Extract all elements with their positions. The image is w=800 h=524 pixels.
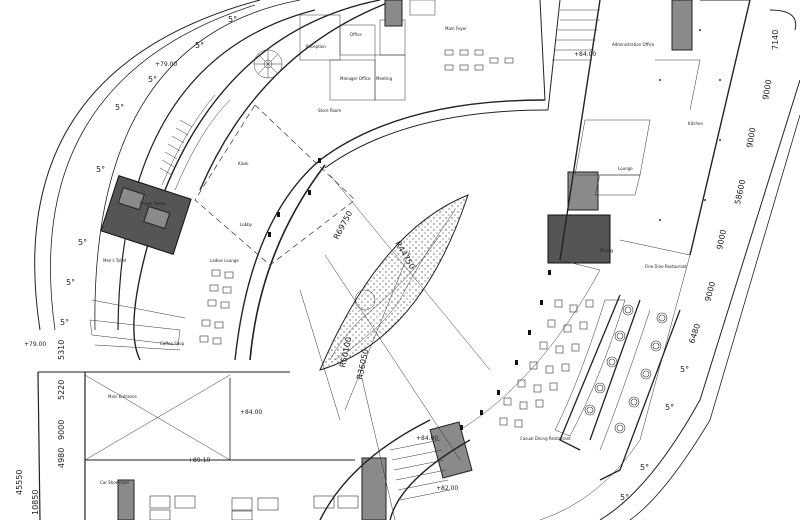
room-label: Lounge [618, 166, 633, 171]
room-label: Ladies Lounge [210, 258, 239, 263]
room-label: Men's Toilet [103, 258, 127, 263]
angle-tick: 5° [195, 41, 204, 50]
dim-9000-b: 9000 [745, 127, 757, 149]
lobby-seating [199, 269, 234, 345]
core-top-right [671, 0, 693, 51]
dim-9000-c: 9000 [715, 229, 728, 251]
angle-tick: 5° [620, 493, 629, 502]
room-label: Store Room [318, 108, 341, 113]
room-label: Dining [600, 248, 613, 253]
room-label: Main Entrance [108, 394, 137, 399]
curved-stair [159, 119, 193, 176]
dim-5220: 5220 [57, 380, 66, 400]
lobby-dashed-outline [194, 104, 356, 266]
core-bottom [429, 421, 473, 479]
lower-left-wing [37, 299, 355, 521]
angle-tick: 5° [665, 403, 674, 412]
dim-9000-a: 9000 [761, 79, 773, 101]
room-label: Fine Dine Restaurant [645, 264, 687, 269]
dim-7140: 7140 [771, 30, 780, 50]
level-marker: +89.10 [188, 457, 210, 464]
stair-top-right [552, 9, 600, 61]
stair-bottom [389, 439, 451, 501]
level-marker: +84.00 [416, 435, 438, 442]
angle-tick: 5° [148, 75, 157, 84]
room-label: Car Showroom [100, 480, 129, 485]
dim-10850: 10850 [31, 490, 40, 515]
parking-row [149, 495, 359, 521]
dim-5310: 5310 [57, 340, 66, 360]
level-marker: +82.00 [436, 485, 458, 492]
dim-6480: 6480 [687, 322, 702, 344]
level-marker: +84.00 [240, 409, 262, 416]
dim-58600: 58600 [733, 179, 747, 206]
room-label: Manager Office [340, 76, 371, 81]
angle-tick: 5° [66, 278, 75, 287]
outer-site-boundary [34, 0, 800, 521]
radius-label-1: R69750 [332, 209, 355, 241]
core-center-lower [547, 214, 611, 264]
room-label: Meeting [376, 76, 393, 81]
dim-4980: 4980 [57, 448, 66, 468]
dim-45550: 45550 [15, 470, 24, 495]
room-label: Lobby [240, 222, 253, 227]
room-label: Office [350, 32, 362, 37]
angle-tick: 5° [115, 103, 124, 112]
room-label: Coffee Shop [160, 341, 185, 346]
angle-tick: 5° [228, 15, 237, 24]
core-bottom-left [361, 457, 387, 521]
level-marker: +84.00 [574, 51, 596, 58]
room-label: Kitchen [688, 121, 703, 126]
courtyard-landscape [319, 194, 469, 371]
angle-tick: 5° [60, 318, 69, 327]
angle-tick: 5° [96, 165, 105, 174]
right-block [459, 0, 751, 521]
stair-core-top [384, 0, 403, 27]
radial-guides [299, 174, 491, 521]
colonnade [268, 158, 551, 430]
room-label: Prayer Room [140, 201, 166, 206]
angle-tick: 5° [680, 365, 689, 374]
room-label: Administration Office [612, 42, 655, 47]
curved-wing [133, 0, 561, 361]
level-marker: +79.00 [155, 61, 177, 68]
cafe-tables [499, 299, 594, 428]
dim-9000-d: 9000 [703, 281, 717, 303]
room-label: Kiosk [238, 161, 249, 166]
core-bottom-far-left [117, 479, 135, 521]
round-tables [584, 304, 668, 434]
room-label: Reception [306, 44, 326, 49]
fountain [354, 289, 376, 311]
top-tables [444, 49, 514, 71]
restaurant-wing [554, 294, 681, 481]
angle-tick: 5° [640, 463, 649, 472]
angle-tick: 5° [78, 238, 87, 247]
room-label: Main Foyer [445, 26, 467, 31]
courtyard-inner-arc [249, 164, 326, 361]
dim-9000-e: 9000 [57, 420, 66, 440]
room-label: Casual Dining Restaurant [520, 436, 571, 441]
level-marker: +79.00 [24, 341, 46, 348]
